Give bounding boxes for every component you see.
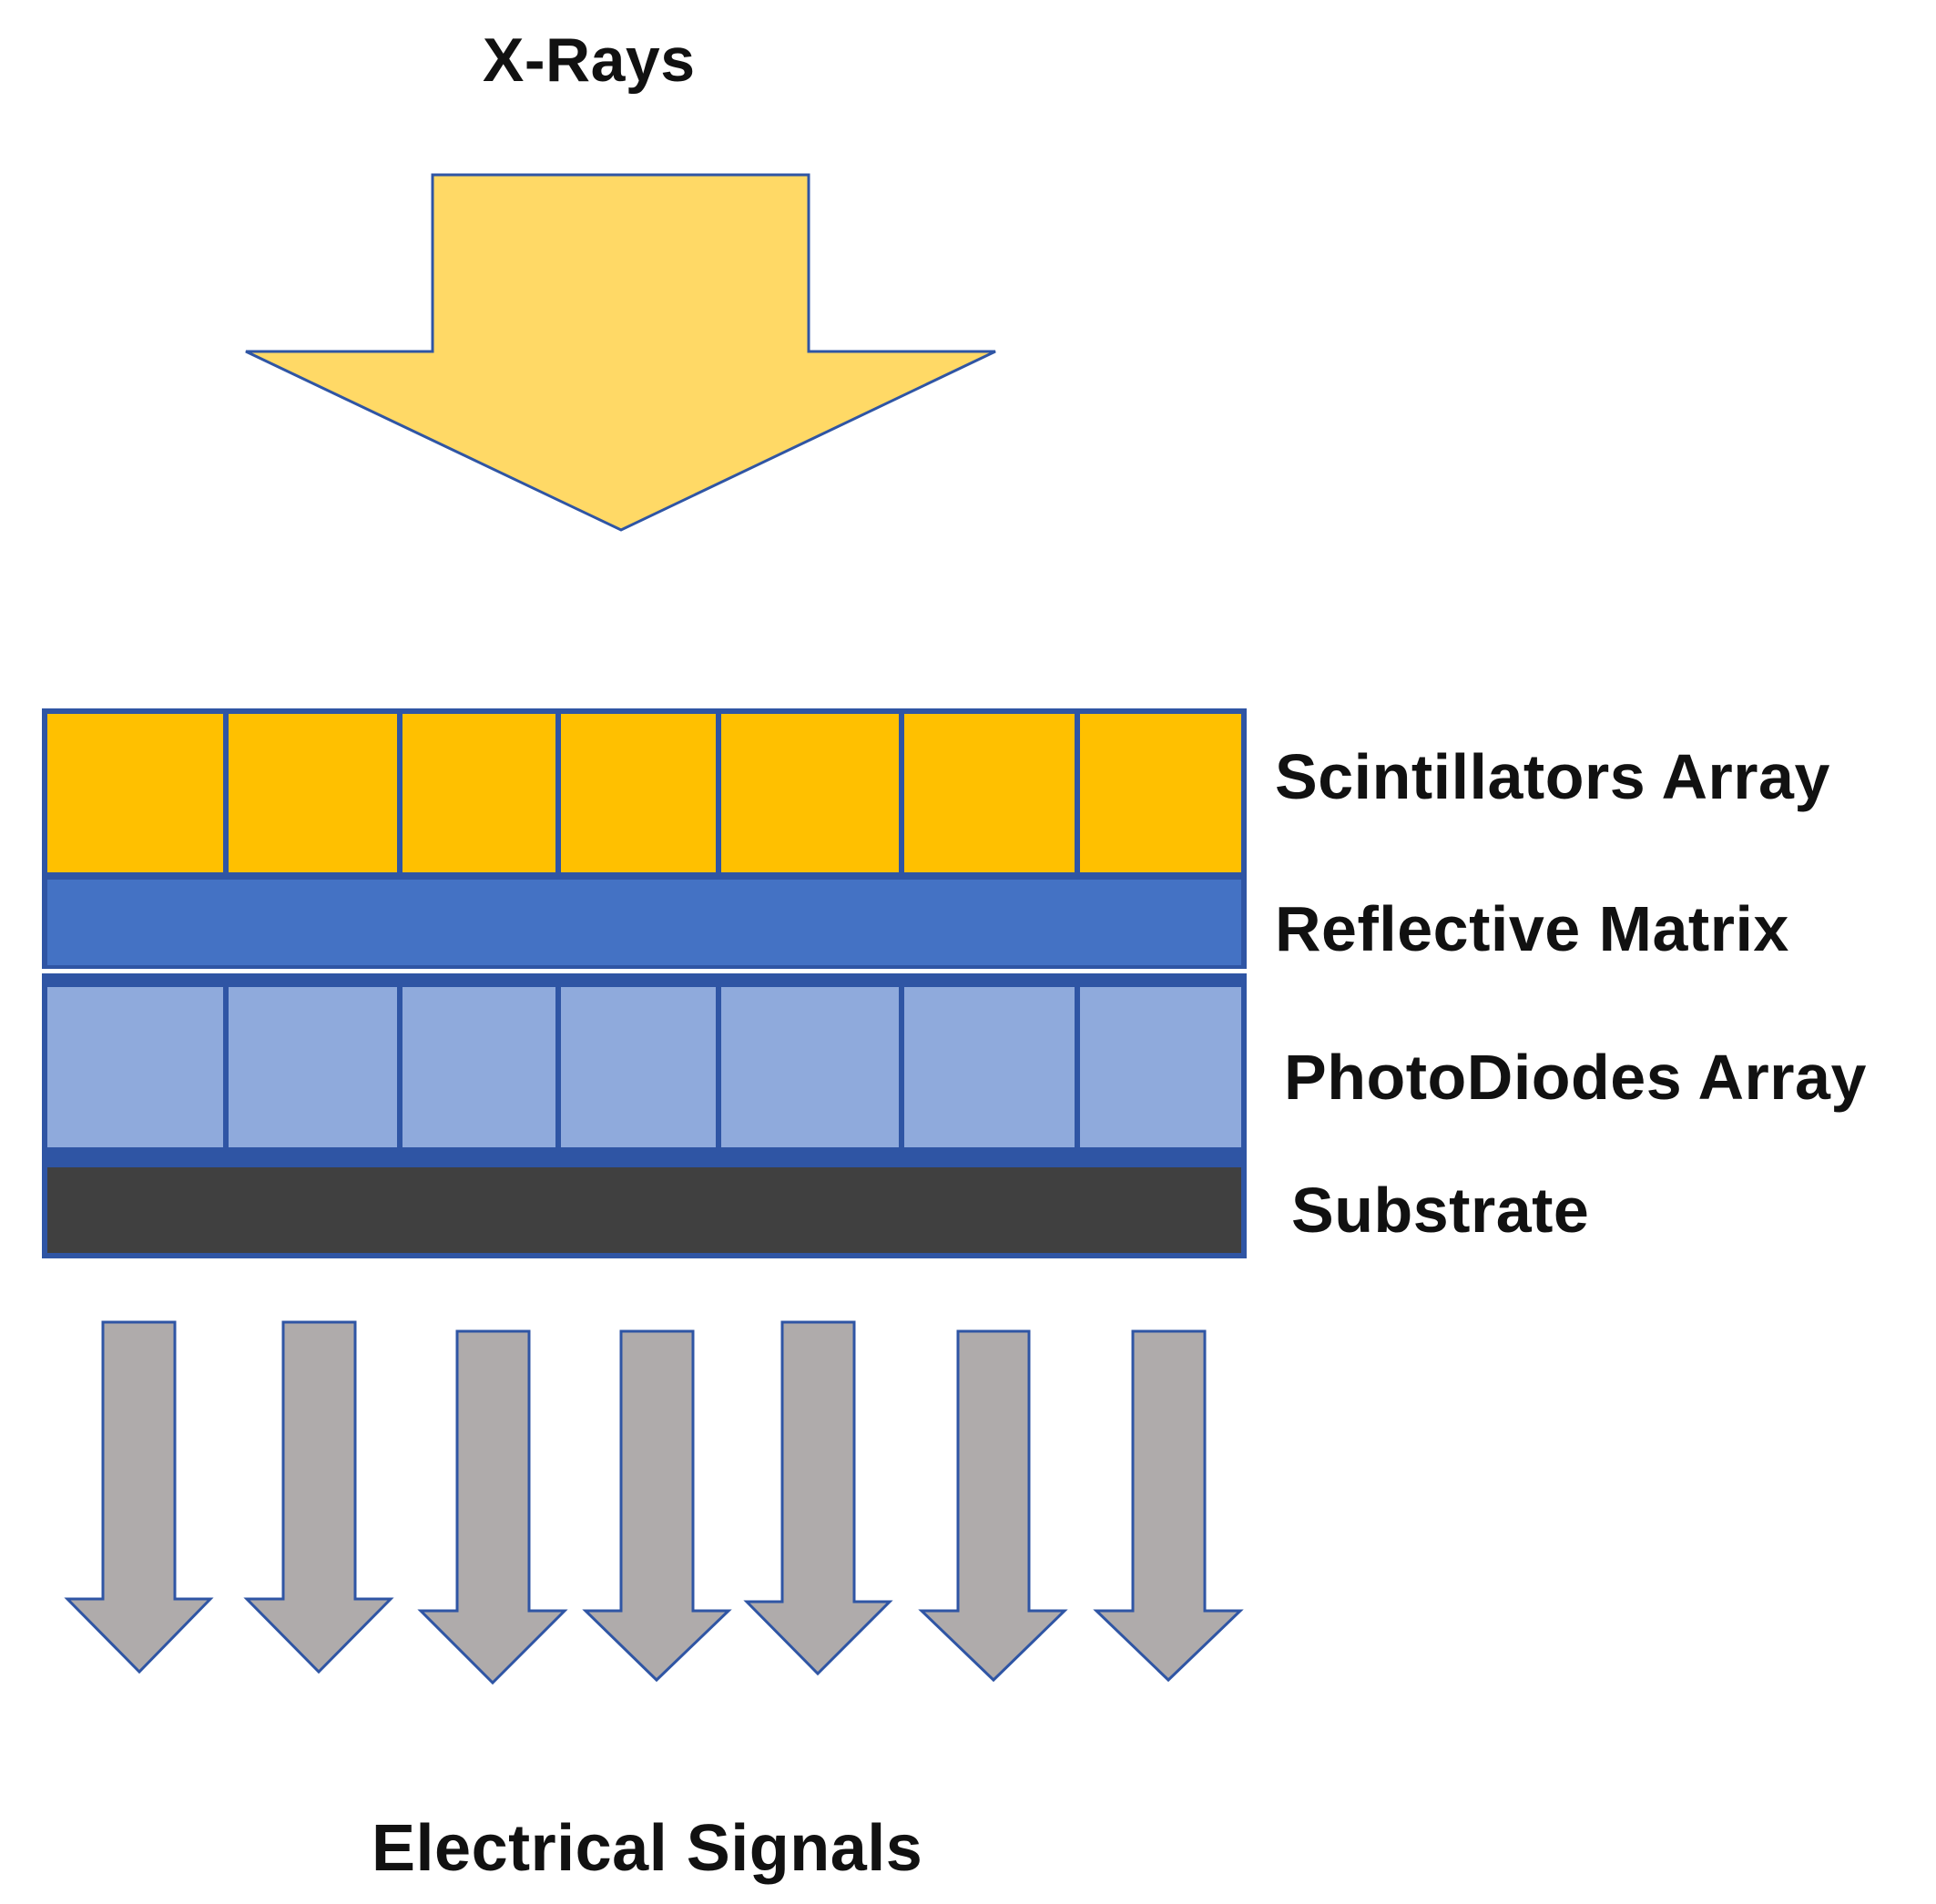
electrical-signals-title: Electrical Signals (372, 1812, 923, 1885)
scintillator-cell (47, 714, 223, 872)
scintillator-cell (229, 714, 397, 872)
substrate-label: Substrate (1291, 1175, 1590, 1246)
xray-arrow (245, 173, 996, 532)
scintillator-cell (904, 714, 1075, 872)
scintillators-label: Scintillators Array (1275, 741, 1830, 812)
scintillator-cell (1080, 714, 1241, 872)
photodiode-cell (229, 987, 397, 1147)
scintillator-cell (721, 714, 899, 872)
xrays-title: X-Rays (483, 25, 696, 95)
photodiodes-array (47, 987, 1241, 1147)
signal-arrows (64, 1320, 1244, 1685)
photodiode-cell (1080, 987, 1241, 1147)
signal-arrow (1093, 1329, 1244, 1683)
signal-arrow (417, 1329, 568, 1685)
photodiode-cell (561, 987, 716, 1147)
photodiode-cell (904, 987, 1075, 1147)
photodiode-cell (721, 987, 899, 1147)
signal-arrow (743, 1320, 893, 1676)
photodiode-cell (402, 987, 555, 1147)
scintillator-cell (561, 714, 716, 872)
signal-arrow (582, 1329, 732, 1683)
substrate (47, 1167, 1241, 1253)
signal-arrow (243, 1320, 394, 1675)
scintillator-cell (402, 714, 555, 872)
signal-arrow (64, 1320, 214, 1675)
scintillators-array (47, 714, 1241, 872)
photodiodes-label: PhotoDiodes Array (1284, 1042, 1867, 1113)
signal-arrow (918, 1329, 1068, 1683)
reflective-matrix-label: Reflective Matrix (1275, 893, 1789, 964)
separator-line (42, 969, 1247, 973)
photodiode-cell (47, 987, 223, 1147)
reflective-matrix (47, 880, 1241, 965)
